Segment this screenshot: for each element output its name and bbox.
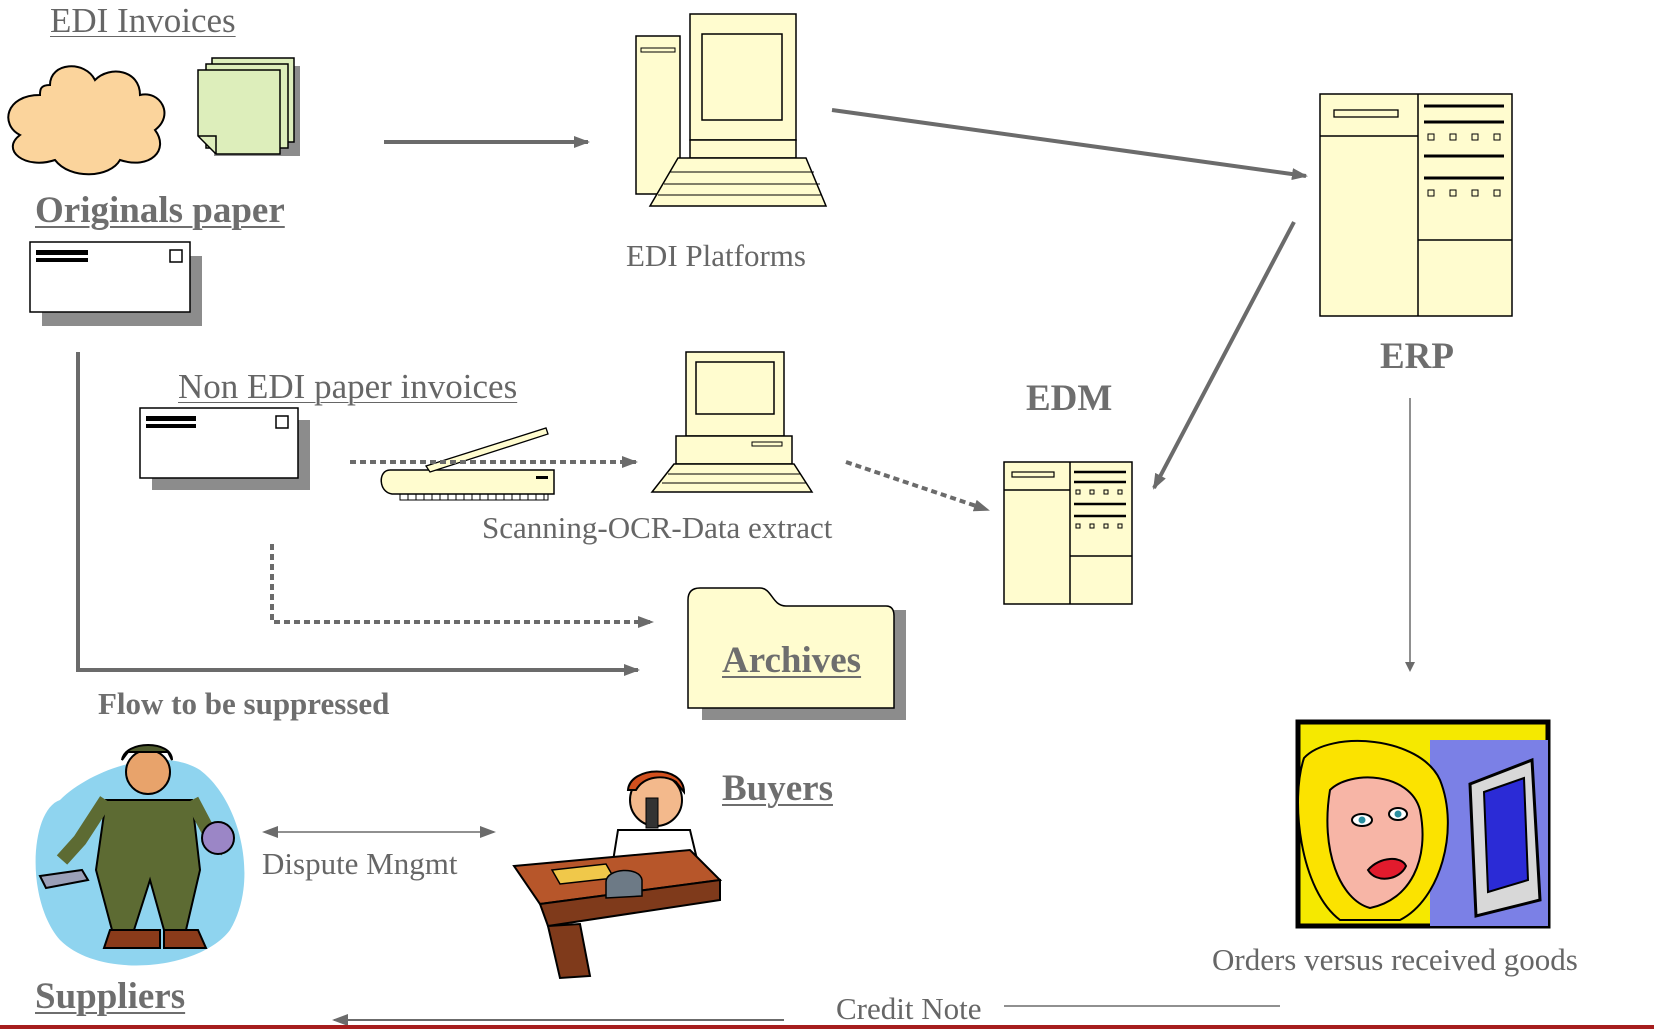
edi-platforms-label: EDI Platforms: [626, 238, 806, 273]
edm-label: EDM: [1026, 378, 1113, 419]
non-edi-paper-invoices-label: Non EDI paper invoices: [178, 367, 518, 406]
envelope-icon: [29, 241, 202, 326]
flow-arrows: [76, 108, 1415, 1026]
buyer-clipart-icon: [512, 770, 723, 980]
folder-icon: [687, 587, 906, 720]
suppliers-label: Suppliers: [35, 976, 186, 1017]
erp-label: ERP: [1380, 336, 1454, 377]
user-at-monitor-icon: [1295, 719, 1551, 929]
dispute-mngmt-label: Dispute Mngmt: [262, 846, 458, 881]
scanning-ocr-label: Scanning-OCR-Data extract: [482, 510, 833, 545]
supplier-clipart-icon: [35, 744, 245, 966]
scanner-icon: [380, 427, 555, 501]
orders-vs-goods-label: Orders versus received goods: [1212, 942, 1578, 977]
archives-label: Archives: [722, 640, 862, 681]
paper-stack-icon: [197, 57, 300, 156]
server-icon: [1319, 93, 1513, 317]
envelope-icon: [139, 407, 310, 490]
buyers-label: Buyers: [722, 768, 833, 809]
edi-invoices-label: EDI Invoices: [50, 1, 236, 40]
flow-suppressed-label: Flow to be suppressed: [98, 686, 390, 721]
cloud-icon: [7, 65, 166, 176]
originals-paper-label: Originals paper: [35, 190, 285, 231]
computer-icon: [650, 351, 814, 493]
computer-icon: [635, 13, 828, 207]
bottom-rule: [0, 1025, 1654, 1029]
server-icon: [1003, 461, 1133, 605]
credit-note-label: Credit Note: [836, 991, 982, 1026]
